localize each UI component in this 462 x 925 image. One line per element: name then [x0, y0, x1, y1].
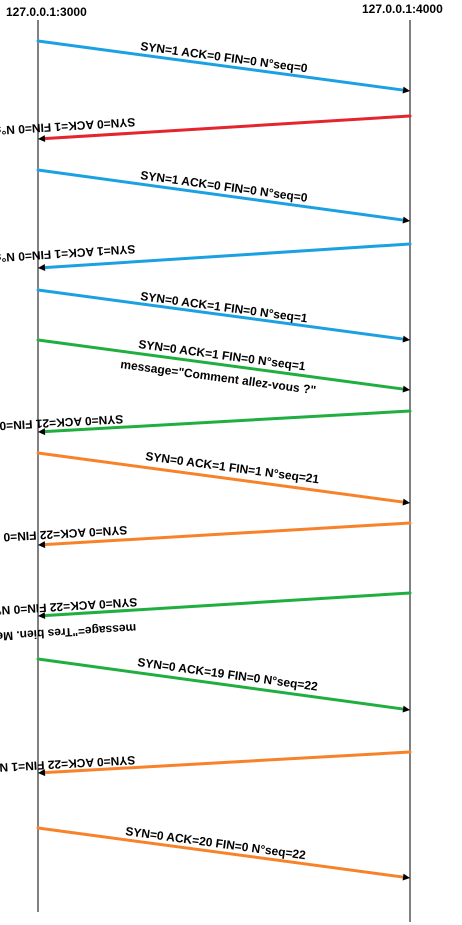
message-arrow-line [36, 288, 406, 341]
message-7: SYN=0 ACK=21 FIN=0 N°seq=1 [0, 409, 412, 436]
message-arrow-line [42, 750, 412, 775]
message-4: SYN=1 ACK=1 FIN=0 N°seq=0 [0, 242, 412, 272]
message-3: SYN=1 ACK=0 FIN=0 N°seq=0 [36, 168, 410, 224]
message-13: SYN=0 ACK=20 FIN=0 N°seq=22 [36, 824, 410, 881]
message-8: SYN=0 ACK=1 FIN=1 N°seq=21 [36, 449, 410, 506]
arrowhead-icon [402, 335, 410, 343]
message-arrow-line [36, 657, 406, 711]
message-arrow-line [36, 39, 406, 92]
message-label: SYN=0 ACK=1 FIN=1 N°seq=21 [145, 449, 321, 486]
message-arrow-line [36, 338, 406, 391]
arrowhead-icon [402, 873, 410, 881]
left-host-label: 127.0.0.1:3000 [6, 5, 87, 19]
right-host-label: 127.0.0.1:4000 [362, 2, 443, 16]
message-arrow-line [36, 826, 406, 879]
arrowhead-icon [38, 541, 46, 549]
message-arrow-line [42, 591, 412, 618]
message-note: message="Tres bien. Merci !" [0, 621, 137, 645]
message-label: SYN=0 ACK=22 FIN=1 N°seq=19 [0, 753, 136, 777]
arrowhead-icon [402, 705, 410, 713]
arrowhead-icon [402, 86, 410, 94]
message-5: SYN=0 ACK=1 FIN=0 N°seq=1 [36, 288, 410, 343]
message-arrow-line [42, 242, 412, 270]
arrowhead-icon [38, 264, 46, 272]
arrowhead-icon [38, 769, 46, 777]
arrowhead-icon [402, 216, 410, 224]
message-12: SYN=0 ACK=22 FIN=1 N°seq=19 [0, 750, 412, 777]
arrowhead-icon [402, 385, 410, 393]
message-label: SYN=0 ACK=19 FIN=0 N°seq=22 [137, 655, 319, 694]
arrowhead-icon [38, 135, 46, 143]
message-arrow-line [36, 451, 406, 504]
message-11: SYN=0 ACK=19 FIN=0 N°seq=22 [36, 655, 410, 713]
message-6: SYN=0 ACK=1 FIN=0 N°seq=1message="Commen… [36, 337, 410, 397]
arrowhead-icon [38, 612, 46, 620]
message-10: SYN=0 ACK=22 FIN=0 N°seq=1?message="Tres… [0, 591, 412, 645]
message-label: SYN=0 ACK=22 FIN=0 N°seq=1? [0, 595, 138, 620]
message-arrow-line [42, 114, 412, 141]
message-2: SYN=0 ACK=1 FIN=0 N°seq=1 [0, 114, 412, 143]
message-label: SYN=0 ACK=21 FIN=0 N°seq=1 [0, 412, 124, 436]
message-arrow-line [36, 168, 406, 222]
arrowhead-icon [402, 498, 410, 506]
message-arrow-line [42, 409, 412, 434]
message-1: SYN=1 ACK=0 FIN=0 N°seq=0 [36, 39, 410, 94]
message-9: SYN=0 ACK=22 FIN=0 N°seq=1 [0, 521, 412, 549]
message-arrow-line [42, 521, 412, 547]
arrowhead-icon [38, 428, 46, 436]
